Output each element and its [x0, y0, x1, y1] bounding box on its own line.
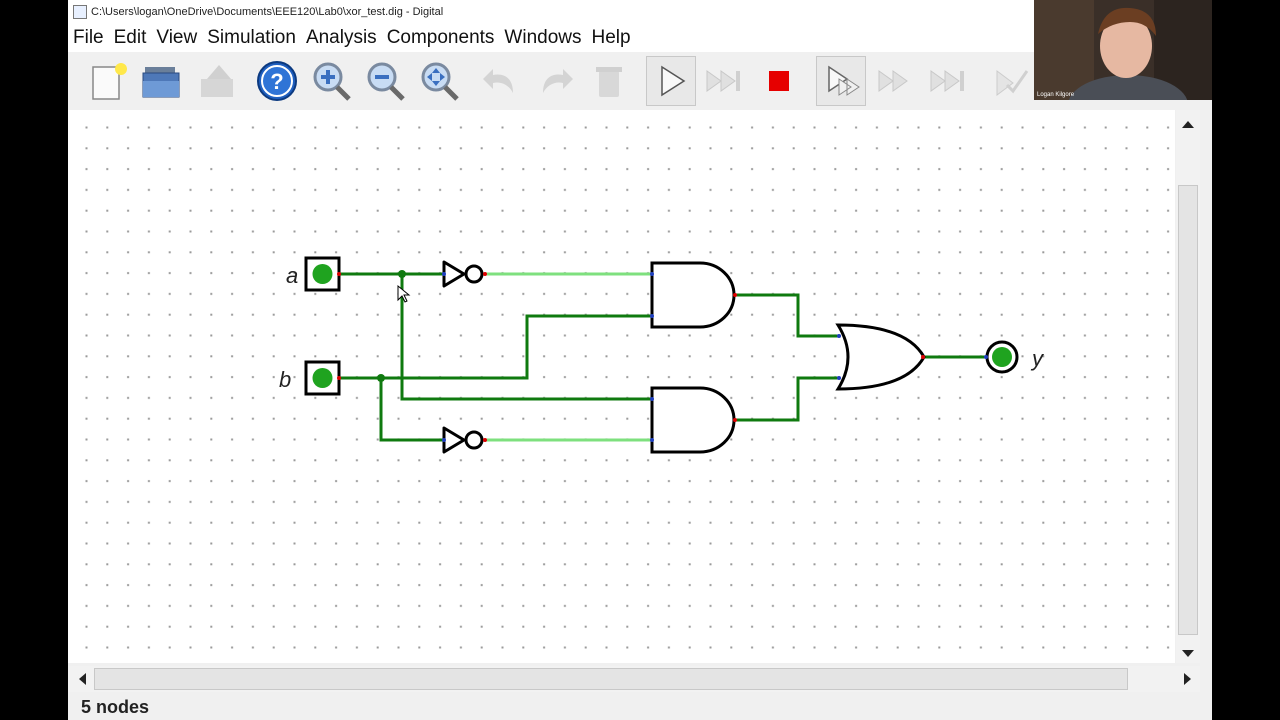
help-button[interactable]: ? — [252, 56, 302, 106]
digital-app-window: C:\Users\logan\OneDrive\Documents\EEE120… — [68, 0, 1212, 720]
gate-step-finish-icon — [930, 70, 964, 92]
open-button[interactable] — [136, 56, 186, 106]
wires-high — [340, 272, 986, 442]
undo-icon — [483, 69, 513, 93]
menu-help[interactable]: Help — [591, 27, 631, 48]
redo-icon — [543, 69, 573, 93]
single-gate-step-icon — [828, 65, 860, 96]
menu-components[interactable]: Components — [386, 27, 495, 48]
zoom-out-icon — [367, 62, 405, 101]
menu-windows[interactable]: Windows — [504, 27, 582, 48]
mouse-cursor-icon — [397, 284, 411, 303]
input-a-label: a — [286, 263, 298, 288]
run-tests-icon — [996, 70, 1029, 96]
wire-and2-to-or[interactable] — [735, 376, 839, 422]
wire-b-to-and1[interactable] — [340, 314, 652, 380]
title-bar: C:\Users\logan\OneDrive\Documents\EEE120… — [68, 0, 1212, 24]
fit-to-view-icon — [421, 62, 459, 101]
save-icon — [201, 65, 233, 97]
menu-simulation[interactable]: Simulation — [207, 27, 296, 48]
webcam-overlay: Logan Kilgore — [1034, 0, 1212, 100]
zoom-in-icon — [313, 62, 351, 101]
gate-step-button[interactable] — [870, 56, 920, 106]
scroll-down-arrow-icon[interactable] — [1182, 650, 1194, 657]
input-a[interactable] — [304, 256, 341, 292]
fit-to-view-button[interactable] — [414, 56, 464, 106]
presenter-image — [1034, 0, 1212, 100]
wire-and1-to-or[interactable] — [735, 293, 839, 338]
zoom-in-button[interactable] — [306, 56, 356, 106]
delete-button[interactable] — [584, 56, 634, 106]
new-file-icon — [92, 63, 127, 100]
menu-file[interactable]: File — [73, 27, 104, 48]
stop-simulation-button[interactable] — [754, 56, 804, 106]
delete-icon — [596, 67, 622, 97]
run-tests-button[interactable] — [986, 56, 1036, 106]
help-icon: ? — [257, 61, 297, 101]
wire-a-to-and2[interactable] — [400, 274, 652, 401]
scroll-left-arrow-icon[interactable] — [79, 673, 86, 685]
run-simulation-icon — [661, 65, 686, 97]
vertical-scroll-thumb[interactable] — [1178, 185, 1198, 635]
or-gate[interactable] — [835, 323, 926, 391]
app-icon — [73, 5, 87, 19]
output-y[interactable] — [984, 340, 1019, 374]
wires-low — [486, 272, 652, 442]
gate-step-finish-button[interactable] — [924, 56, 974, 106]
gate-step-icon — [878, 70, 908, 92]
step-to-breakpoint-icon — [706, 70, 740, 92]
horizontal-scroll-thumb[interactable] — [94, 668, 1128, 690]
circuit-diagram: a b — [68, 110, 1175, 663]
undo-button[interactable] — [476, 56, 526, 106]
step-to-breakpoint-button[interactable] — [700, 56, 750, 106]
horizontal-scrollbar[interactable] — [68, 666, 1200, 692]
open-folder-icon — [142, 67, 180, 98]
run-simulation-button[interactable] — [646, 56, 696, 106]
zoom-out-button[interactable] — [360, 56, 410, 106]
menu-analysis[interactable]: Analysis — [305, 27, 377, 48]
new-file-button[interactable] — [82, 56, 132, 106]
svg-text:?: ? — [270, 69, 283, 94]
and-gate-2[interactable] — [650, 386, 737, 454]
input-b[interactable] — [304, 360, 341, 396]
not-gate-1[interactable] — [442, 260, 487, 288]
window-title: C:\Users\logan\OneDrive\Documents\EEE120… — [91, 6, 444, 18]
status-bar: 5 nodes — [68, 694, 1212, 720]
toolbar: ? — [68, 52, 1212, 108]
scroll-up-arrow-icon[interactable] — [1182, 121, 1194, 128]
and-gate-1[interactable] — [650, 261, 737, 329]
grid-background — [68, 110, 1175, 663]
single-gate-step-button[interactable] — [816, 56, 866, 106]
junction-b — [377, 374, 385, 382]
redo-button[interactable] — [530, 56, 580, 106]
vertical-scrollbar[interactable] — [1176, 110, 1200, 663]
webcam-name: Logan Kilgore — [1037, 92, 1075, 98]
scroll-right-arrow-icon[interactable] — [1184, 673, 1191, 685]
junction-a — [398, 270, 406, 278]
save-button[interactable] — [190, 56, 240, 106]
input-b-label: b — [279, 367, 291, 392]
status-text: 5 nodes — [81, 697, 150, 717]
menu-bar: File Edit View Simulation Analysis Compo… — [68, 24, 1212, 52]
wire-b-to-not2[interactable] — [379, 378, 444, 442]
menu-view[interactable]: View — [156, 27, 198, 48]
stop-simulation-icon — [769, 71, 789, 91]
not-gate-2[interactable] — [442, 426, 487, 454]
circuit-canvas[interactable]: a b — [68, 110, 1175, 663]
output-y-label: y — [1030, 346, 1045, 371]
menu-edit[interactable]: Edit — [113, 27, 147, 48]
